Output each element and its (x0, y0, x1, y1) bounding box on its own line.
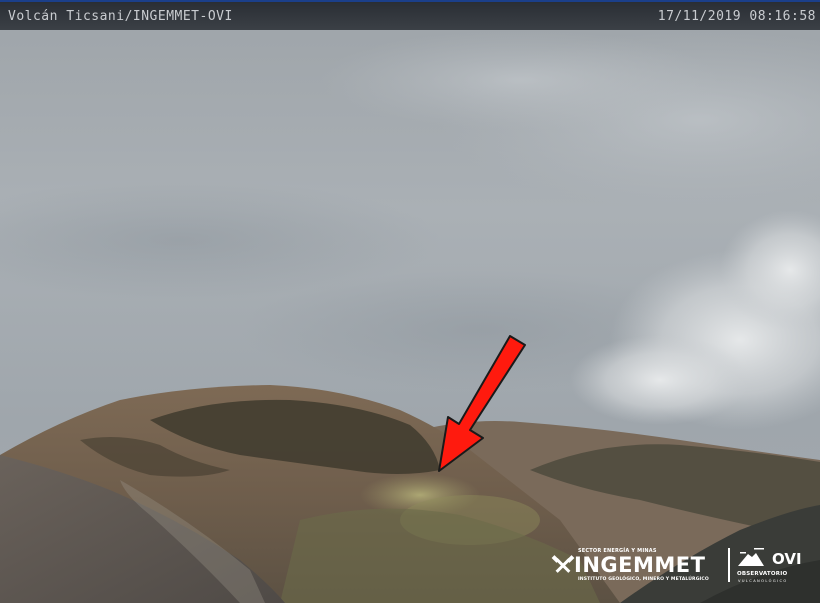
ovi-subtitle: OBSERVATORIO (737, 571, 788, 577)
ingemmet-subtitle: INSTITUTO GEOLÓGICO, MINERO Y METALÚRGIC… (578, 577, 709, 582)
annotation-arrow-icon (438, 335, 526, 472)
ingemmet-logo-text: INGEMMET (574, 553, 706, 577)
volcano-icon (738, 548, 764, 566)
crossed-hammers-icon (551, 555, 575, 573)
logo-divider (728, 548, 730, 582)
ovi-logo-text: OVI (772, 550, 802, 568)
camera-label: Volcán Ticsani/INGEMMET-OVI (8, 9, 233, 24)
ovi-subtitle-2: VULCANOLÓGICO (738, 579, 788, 583)
timestamp: 17/11/2019 08:16:58 (657, 9, 816, 24)
ingemmet-sector-text: SECTOR ENERGÍA Y MINAS (578, 548, 657, 554)
camera-osd-bar: Volcán Ticsani/INGEMMET-OVI 17/11/2019 0… (0, 0, 820, 30)
institution-logos: SECTOR ENERGÍA Y MINAS INGEMMET INSTITUT… (548, 546, 802, 586)
